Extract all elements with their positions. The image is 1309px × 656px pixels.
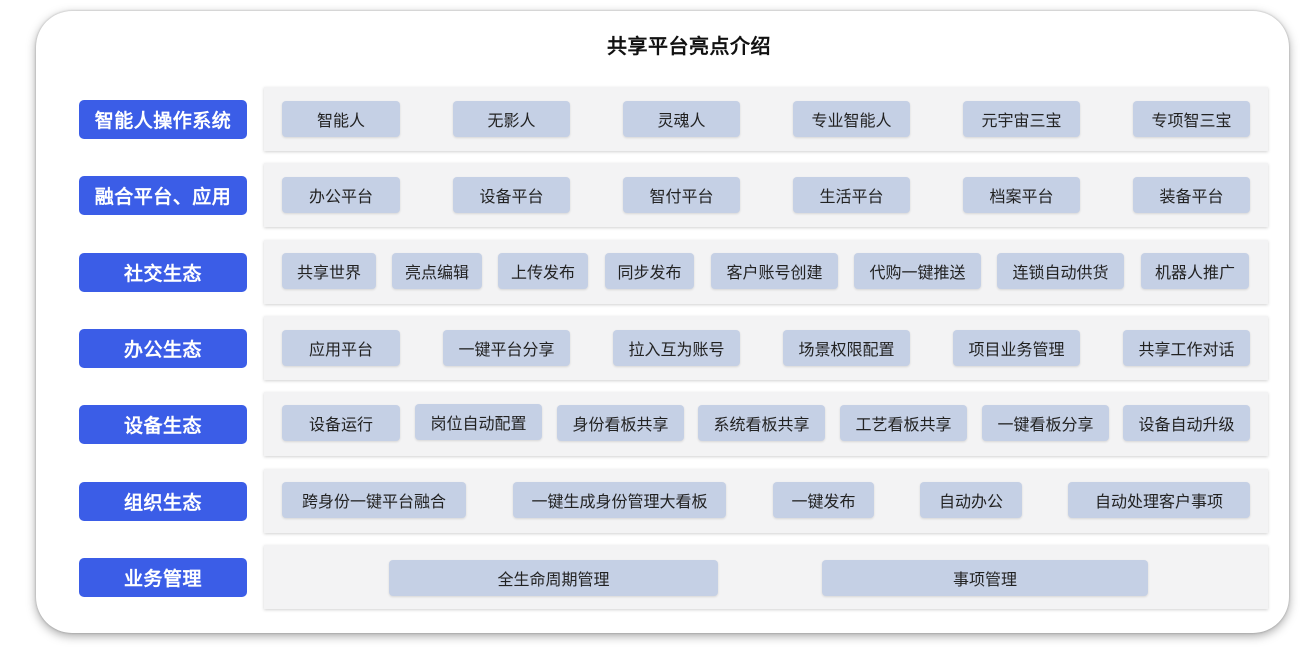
row-intelligent-os: 智能人操作系统 智能人 无影人 灵魂人 专业智能人 元宇宙三宝 专项智三宝 [79, 87, 1268, 151]
feature-chip: 代购一键推送 [854, 253, 981, 289]
feature-chip: 上传发布 [498, 253, 588, 289]
feature-chip: 设备自动升级 [1123, 405, 1250, 441]
row-label: 设备生态 [79, 405, 247, 444]
feature-chip: 专业智能人 [793, 101, 910, 137]
row-label: 办公生态 [79, 329, 247, 368]
feature-chip: 全生命周期管理 [389, 560, 718, 596]
feature-chip: 灵魂人 [623, 101, 740, 137]
feature-chip: 场景权限配置 [783, 330, 910, 366]
feature-chip: 工艺看板共享 [840, 405, 967, 441]
feature-chip: 档案平台 [963, 177, 1080, 213]
feature-chip: 自动办公 [920, 482, 1022, 518]
feature-chip: 办公平台 [282, 177, 400, 213]
feature-chip: 连锁自动供货 [997, 253, 1124, 289]
row-organization-ecosystem: 组织生态 跨身份一键平台融合 一键生成身份管理大看板 一键发布 自动办公 自动处… [79, 469, 1268, 533]
feature-chip: 自动处理客户事项 [1068, 482, 1250, 518]
row-label: 融合平台、应用 [79, 176, 247, 215]
feature-chip: 亮点编辑 [392, 253, 482, 289]
feature-chip: 一键看板分享 [982, 405, 1109, 441]
row-panel: 共享世界 亮点编辑 上传发布 同步发布 客户账号创建 代购一键推送 连锁自动供货… [264, 240, 1268, 304]
feature-chip: 客户账号创建 [711, 253, 838, 289]
row-label: 智能人操作系统 [79, 100, 247, 139]
feature-chip: 机器人推广 [1141, 253, 1249, 289]
row-panel: 全生命周期管理 事项管理 [264, 545, 1268, 609]
feature-chip: 设备平台 [453, 177, 570, 213]
row-label: 社交生态 [79, 253, 247, 292]
feature-chip: 拉入互为账号 [613, 330, 740, 366]
feature-chip: 智付平台 [623, 177, 740, 213]
row-label: 组织生态 [79, 482, 247, 521]
feature-chip: 元宇宙三宝 [963, 101, 1080, 137]
feature-chip: 生活平台 [793, 177, 910, 213]
row-panel: 办公平台 设备平台 智付平台 生活平台 档案平台 装备平台 [264, 163, 1268, 227]
feature-chip: 同步发布 [605, 253, 694, 289]
feature-chip: 跨身份一键平台融合 [282, 482, 466, 518]
row-office-ecosystem: 办公生态 应用平台 一键平台分享 拉入互为账号 场景权限配置 项目业务管理 共享… [79, 316, 1268, 380]
row-business-management: 业务管理 全生命周期管理 事项管理 [79, 545, 1268, 609]
feature-chip: 项目业务管理 [953, 330, 1080, 366]
row-social-ecosystem: 社交生态 共享世界 亮点编辑 上传发布 同步发布 客户账号创建 代购一键推送 连… [79, 240, 1268, 304]
row-panel: 智能人 无影人 灵魂人 专业智能人 元宇宙三宝 专项智三宝 [264, 87, 1268, 151]
feature-chip: 共享世界 [282, 253, 376, 289]
feature-chip: 共享工作对话 [1123, 330, 1250, 366]
row-device-ecosystem: 设备生态 设备运行 岗位自动配置 身份看板共享 系统看板共享 工艺看板共享 一键… [79, 392, 1268, 456]
diagram-title: 共享平台亮点介绍 [607, 34, 771, 58]
feature-chip: 一键发布 [773, 482, 874, 518]
feature-chip: 身份看板共享 [557, 405, 684, 441]
feature-chip: 岗位自动配置 [415, 404, 542, 440]
feature-chip: 一键生成身份管理大看板 [513, 482, 726, 518]
feature-chip: 系统看板共享 [698, 405, 825, 441]
feature-chip: 专项智三宝 [1133, 101, 1250, 137]
feature-chip: 装备平台 [1133, 177, 1250, 213]
feature-chip: 一键平台分享 [443, 330, 570, 366]
row-panel: 设备运行 岗位自动配置 身份看板共享 系统看板共享 工艺看板共享 一键看板分享 … [264, 392, 1268, 456]
row-label: 业务管理 [79, 558, 247, 597]
feature-chip: 无影人 [453, 101, 570, 137]
feature-chip: 设备运行 [282, 405, 400, 441]
feature-chip: 事项管理 [822, 560, 1148, 596]
row-panel: 应用平台 一键平台分享 拉入互为账号 场景权限配置 项目业务管理 共享工作对话 [264, 316, 1268, 380]
row-fusion-platform: 融合平台、应用 办公平台 设备平台 智付平台 生活平台 档案平台 装备平台 [79, 163, 1268, 227]
feature-chip: 智能人 [282, 101, 400, 137]
row-panel: 跨身份一键平台融合 一键生成身份管理大看板 一键发布 自动办公 自动处理客户事项 [264, 469, 1268, 533]
feature-chip: 应用平台 [282, 330, 400, 366]
